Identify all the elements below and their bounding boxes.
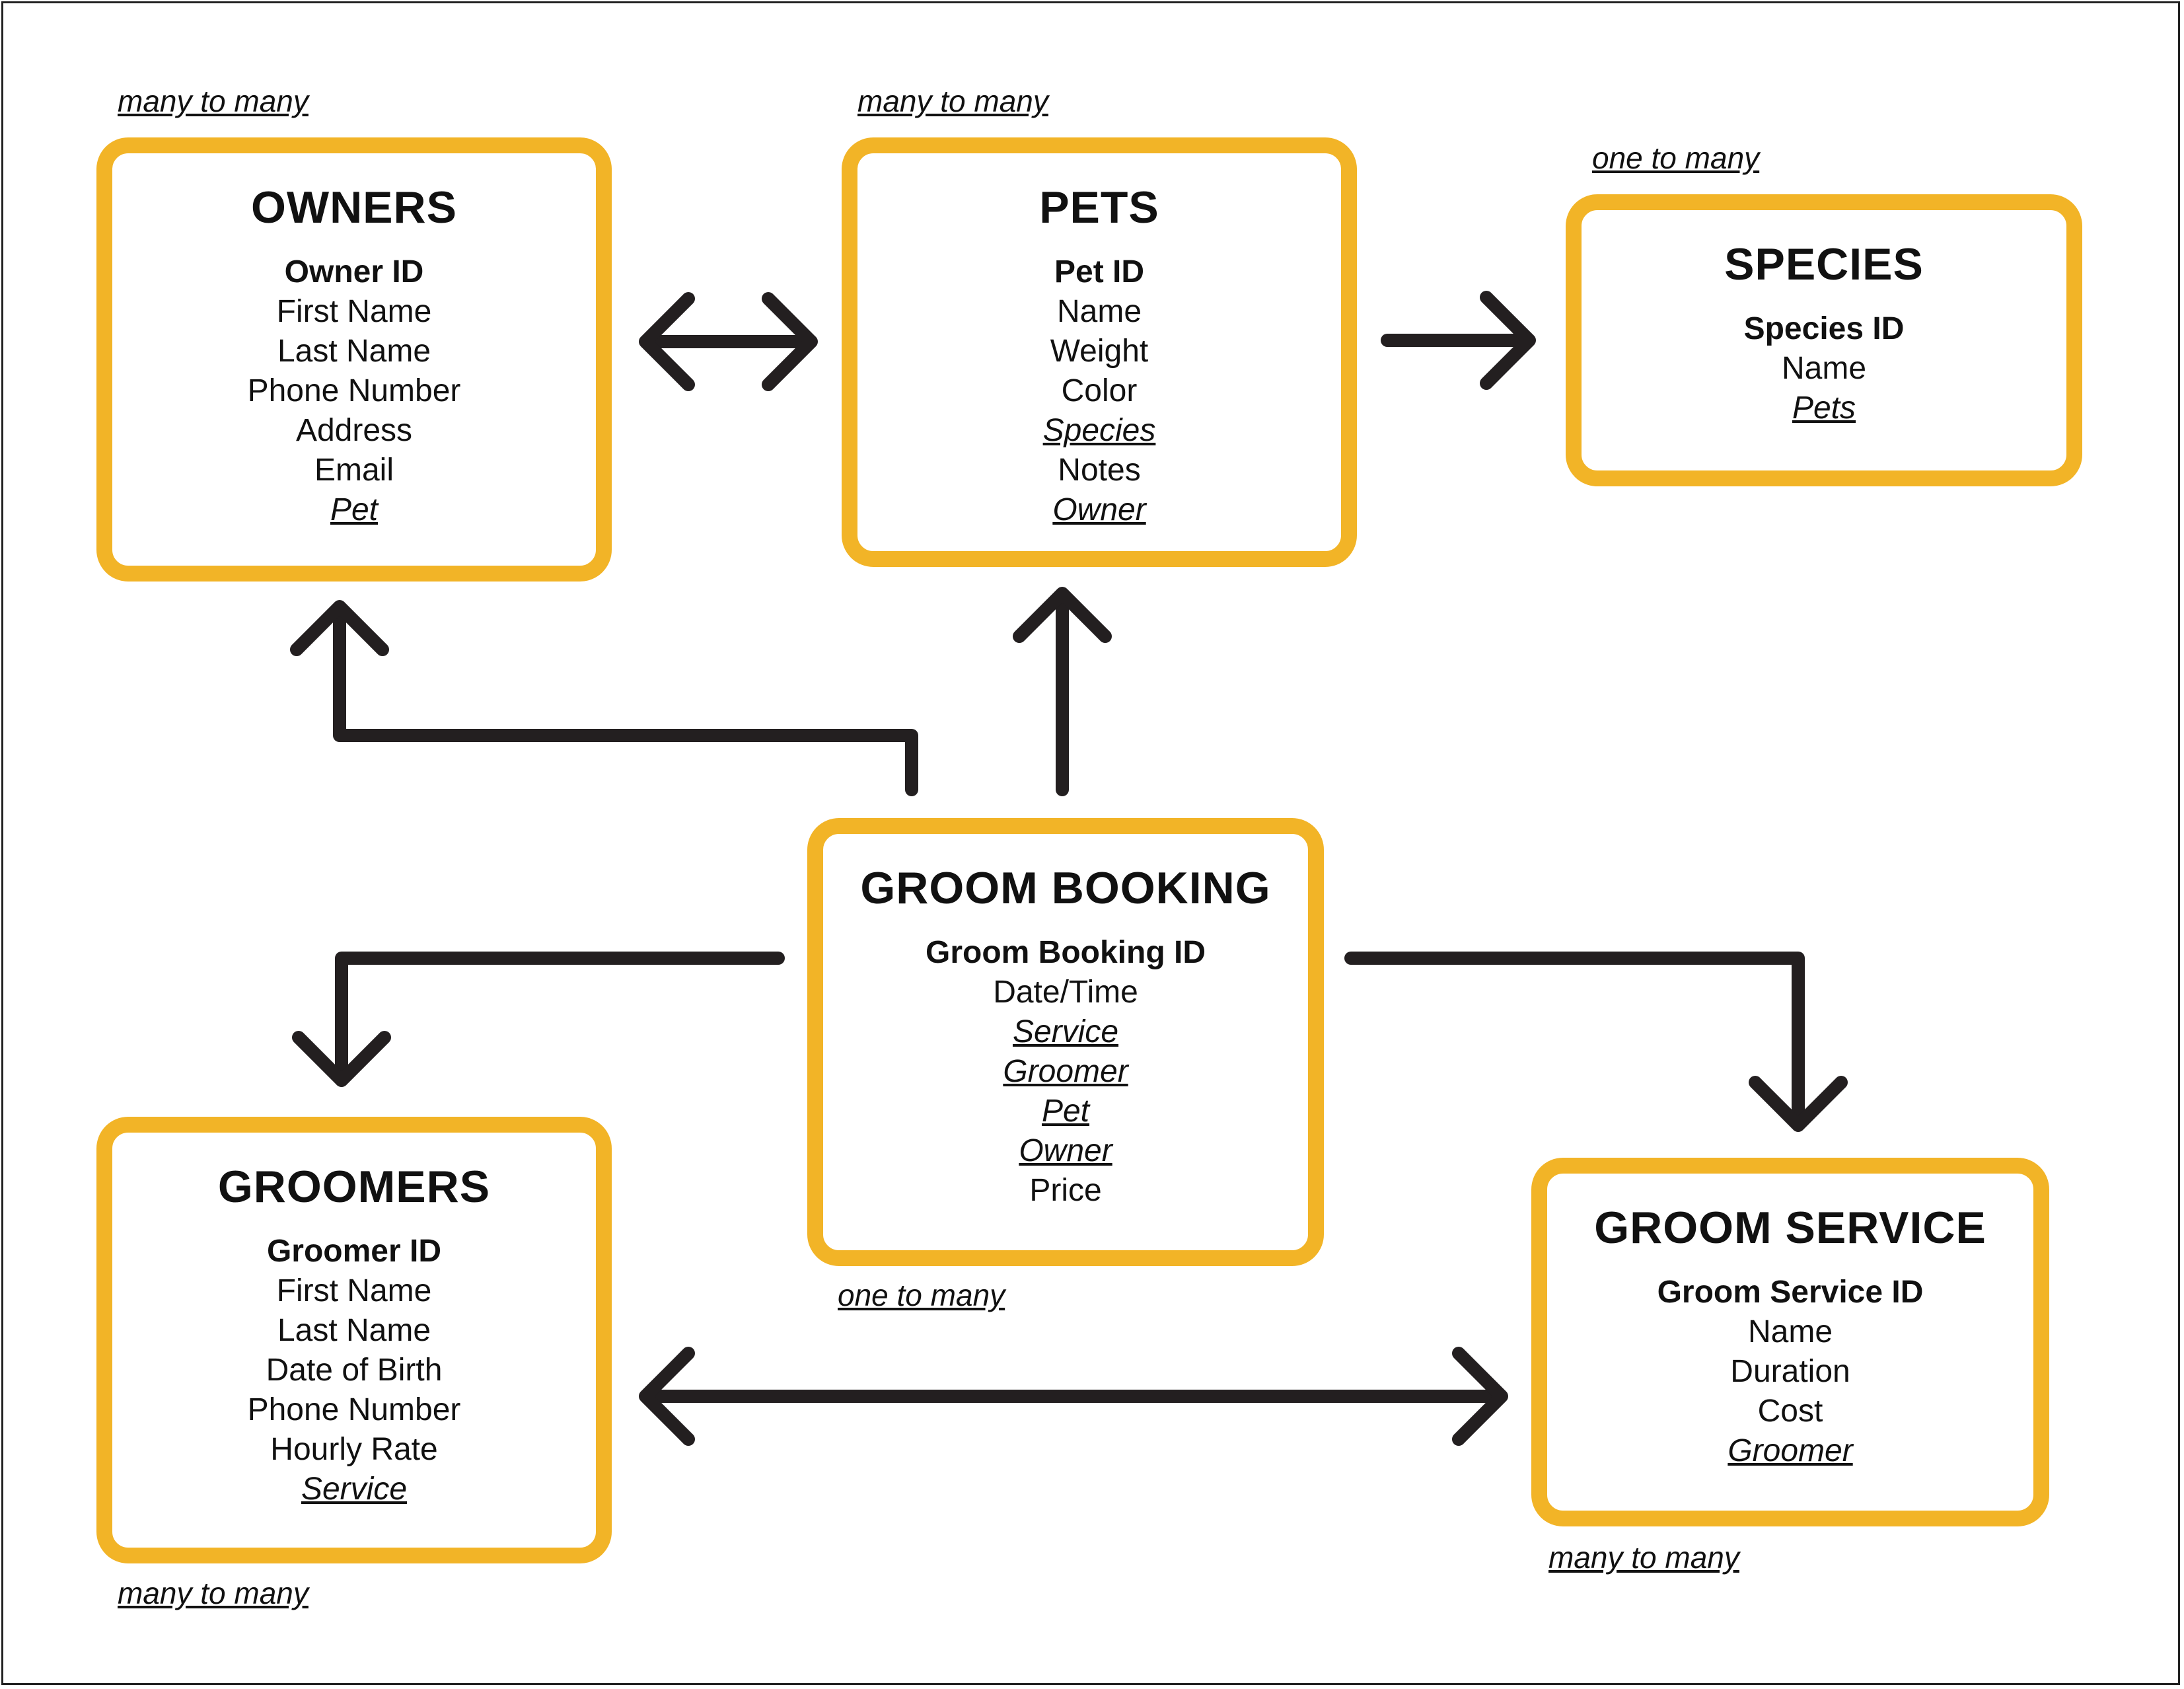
booking-owners-connector — [333, 608, 918, 796]
groom-booking-field-price: Price — [1029, 1173, 1102, 1208]
species-field-list: Species ID Name Pets — [1582, 309, 2066, 428]
pets-field-color: Color — [1061, 373, 1138, 408]
pets-field-name: Name — [1056, 294, 1142, 329]
groom-service-entity-box: GROOM SERVICE Groom Service ID Name Dura… — [1531, 1158, 2049, 1526]
owners-field-email: Email — [314, 453, 394, 488]
species-field-species-id: Species ID — [1743, 311, 1905, 346]
groomers-relationship-label: many to many — [118, 1576, 309, 1610]
groomers-entity-box: GROOMERS Groomer ID First Name Last Name… — [96, 1117, 612, 1563]
booking-relationship-label: one to many — [838, 1278, 1005, 1312]
owners-entity-box: OWNERS Owner ID First Name Last Name Pho… — [96, 137, 612, 582]
pets-species-arrowhead — [1480, 291, 1536, 390]
groom-service-field-name: Name — [1747, 1314, 1833, 1349]
groom-booking-field-id: Groom Booking ID — [926, 935, 1206, 970]
groomers-title: GROOMERS — [217, 1162, 491, 1212]
groom-booking-field-pet: Pet — [1041, 1094, 1090, 1129]
owners-field-last-name: Last Name — [277, 334, 431, 369]
owners-field-pet: Pet — [330, 492, 379, 527]
pets-field-weight: Weight — [1050, 334, 1149, 369]
groom-service-field-groomer: Groomer — [1728, 1433, 1853, 1468]
booking-pets-arrowhead — [1013, 587, 1112, 643]
booking-service-arrowhead — [1749, 1076, 1848, 1132]
booking-groomers-connector — [335, 952, 785, 1080]
groom-booking-field-list: Groom Booking ID Date/Time Service Groom… — [823, 933, 1308, 1211]
owners-pets-arrowhead-left — [639, 292, 695, 391]
groomers-field-phone-number: Phone Number — [247, 1392, 461, 1427]
groom-service-field-list: Groom Service ID Name Duration Cost Groo… — [1547, 1273, 2033, 1471]
owners-field-owner-id: Owner ID — [284, 254, 424, 289]
booking-groomers-arrowhead — [292, 1031, 391, 1087]
groomers-service-arrowhead-left — [639, 1347, 695, 1446]
groom-service-field-id: Groom Service ID — [1657, 1275, 1924, 1310]
groom-service-title: GROOM SERVICE — [1594, 1203, 1986, 1253]
owners-field-address: Address — [295, 413, 413, 448]
groom-service-field-cost: Cost — [1757, 1394, 1823, 1429]
pets-relationship-label: many to many — [857, 84, 1048, 118]
groomers-service-arrowhead-right — [1452, 1347, 1508, 1446]
species-title: SPECIES — [1724, 239, 1924, 289]
pets-entity-box: PETS Pet ID Name Weight Color Species No… — [842, 137, 1357, 567]
owners-field-list: Owner ID First Name Last Name Phone Numb… — [112, 252, 596, 530]
groomers-field-hourly-rate: Hourly Rate — [270, 1432, 438, 1467]
groomers-field-service: Service — [301, 1472, 408, 1507]
groom-service-relationship-label: many to many — [1548, 1540, 1739, 1575]
species-field-pets: Pets — [1792, 391, 1856, 426]
groom-booking-entity-box: GROOM BOOKING Groom Booking ID Date/Time… — [807, 818, 1324, 1266]
species-entity-box: SPECIES Species ID Name Pets — [1566, 194, 2082, 486]
groomers-field-date-of-birth: Date of Birth — [266, 1353, 443, 1388]
groom-booking-title: GROOM BOOKING — [860, 863, 1271, 913]
groomers-field-last-name: Last Name — [277, 1313, 431, 1348]
groomers-field-list: Groomer ID First Name Last Name Date of … — [112, 1232, 596, 1509]
groom-booking-field-owner: Owner — [1019, 1133, 1112, 1168]
pets-title: PETS — [1039, 182, 1159, 233]
groom-booking-field-datetime: Date/Time — [993, 975, 1138, 1010]
groomers-field-first-name: First Name — [276, 1273, 432, 1308]
owners-title: OWNERS — [251, 182, 457, 233]
owners-relationship-label: many to many — [118, 84, 309, 118]
booking-owners-arrowhead — [290, 600, 389, 656]
species-field-name: Name — [1781, 351, 1867, 386]
pets-field-pet-id: Pet ID — [1054, 254, 1145, 289]
pets-field-notes: Notes — [1058, 453, 1141, 488]
booking-service-connector — [1344, 952, 1805, 1123]
species-relationship-label: one to many — [1592, 141, 1760, 175]
groom-booking-field-service: Service — [1012, 1014, 1119, 1049]
groomers-field-groomer-id: Groomer ID — [266, 1234, 442, 1269]
owners-pets-arrowhead-right — [762, 292, 818, 391]
groom-booking-field-groomer: Groomer — [1003, 1054, 1128, 1089]
groom-service-field-duration: Duration — [1730, 1354, 1850, 1389]
pets-field-owner: Owner — [1052, 492, 1146, 527]
pets-field-list: Pet ID Name Weight Color Species Notes O… — [857, 252, 1341, 530]
owners-field-phone-number: Phone Number — [247, 373, 461, 408]
pets-field-species: Species — [1042, 413, 1156, 448]
owners-field-first-name: First Name — [276, 294, 432, 329]
